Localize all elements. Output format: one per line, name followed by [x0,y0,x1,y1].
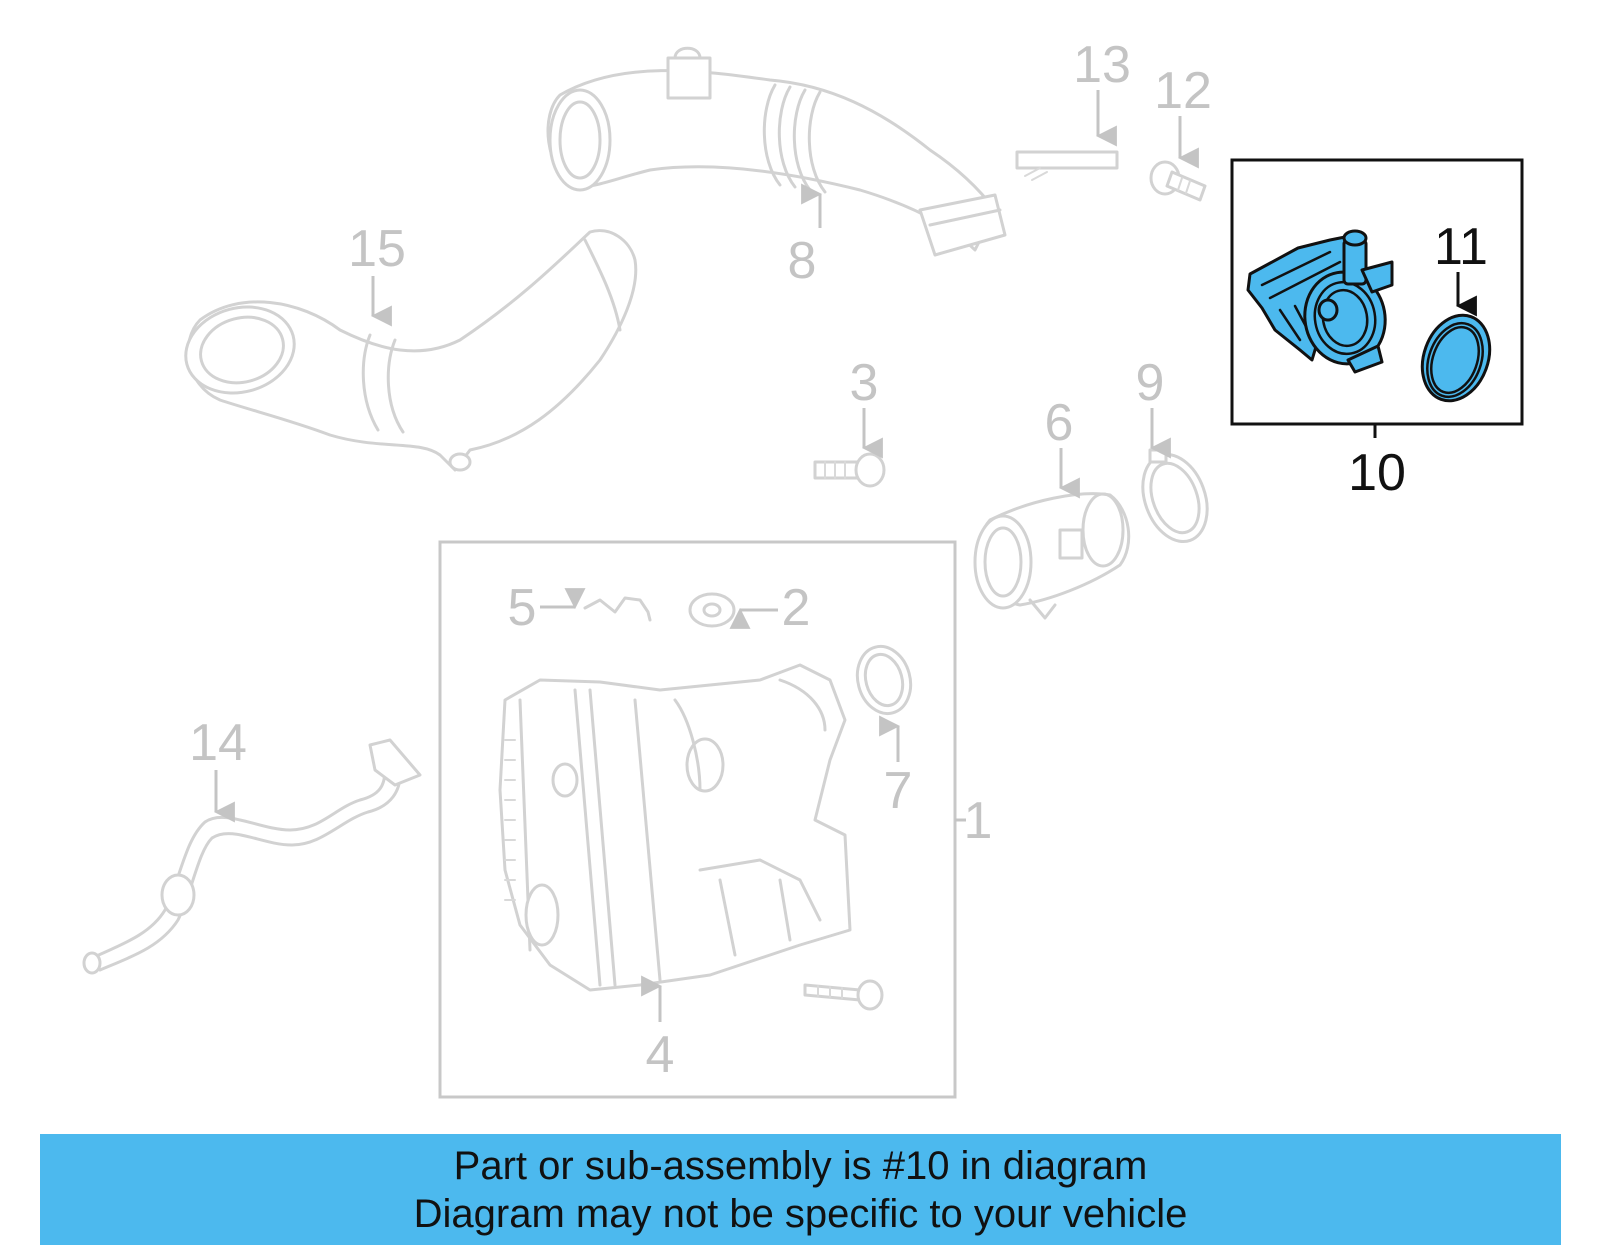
callout-12: 12 [1154,62,1212,120]
part-3-bolt [813,452,886,488]
part-14-hose [82,738,422,975]
part-10-highlight-box[interactable] [1230,158,1524,426]
callout-4: 4 [646,1026,675,1084]
callout-8: 8 [788,232,817,290]
callout-14: 14 [189,714,247,772]
callout-7: 7 [884,762,913,820]
part-2-grommet [688,592,736,628]
part-15-lower-duct [184,229,638,472]
part-13-bracket [1015,150,1119,181]
part-7-gasket [855,644,913,716]
part-8-intake-duct [546,46,1007,257]
callout-15: 15 [348,220,406,278]
banner-line-2: Diagram may not be specific to your vehi… [413,1192,1188,1236]
part-11-seal-ring[interactable] [1411,306,1501,411]
housing-screw [803,979,884,1011]
part-12-bolt [1149,160,1207,202]
callout-3: 3 [850,354,879,412]
air-cleaner-housing [498,663,852,992]
callout-9: 9 [1136,354,1165,412]
part-6-airflow-housing [973,492,1131,620]
callout-5: 5 [508,579,537,637]
callout-10: 10 [1348,444,1406,502]
callout-1: 1 [964,792,993,850]
callout-13: 13 [1073,36,1131,94]
banner-line-1: Part or sub-assembly is #10 in diagram [453,1144,1148,1188]
part-10-intake-tube[interactable] [1246,229,1394,374]
part-9-clamp [1141,448,1209,544]
notice-banner: Part or sub-assembly is #10 in diagram D… [40,1134,1561,1245]
callout-6: 6 [1045,394,1074,452]
part-5-clip [583,596,652,622]
callout-11: 11 [1434,218,1488,276]
callout-2: 2 [782,579,811,637]
